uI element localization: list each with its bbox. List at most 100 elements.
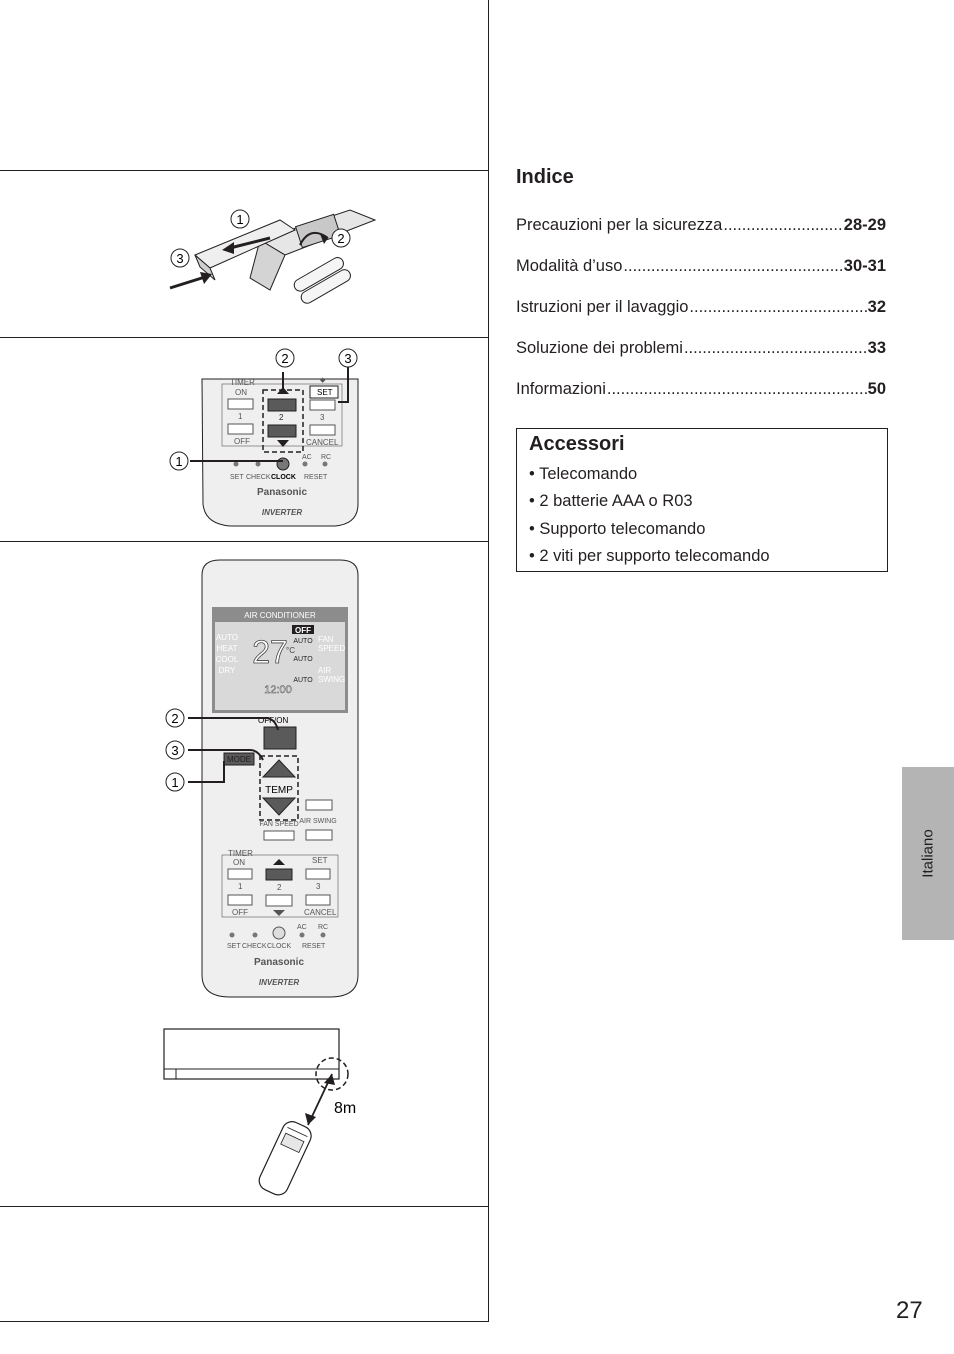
step-marker: 1 [171, 775, 178, 790]
timer-down-button[interactable] [265, 894, 293, 907]
num-label: 1 [238, 882, 243, 891]
step-marker: 1 [236, 212, 243, 227]
cancel-label: CANCEL [306, 438, 339, 447]
auto-label: AUTO [293, 656, 313, 663]
temp-label: TEMP [265, 785, 293, 796]
toc-leader [623, 257, 842, 276]
auto-label: AUTO [293, 677, 313, 684]
num-label: 2 [277, 883, 282, 892]
clock-button[interactable] [276, 457, 290, 471]
toc-entry-label: Informazioni [516, 380, 606, 398]
ac-label: AC [297, 924, 307, 931]
display-header: AIR CONDITIONER [244, 611, 316, 620]
brand-logo: Panasonic [254, 957, 304, 968]
fan-speed-button[interactable] [263, 830, 295, 841]
num-label: 2 [279, 413, 284, 422]
step-marker: 1 [175, 454, 182, 469]
clock-label: CLOCK [267, 943, 291, 950]
toc-entry-label: Precauzioni per la sicurezza [516, 216, 723, 234]
step-marker: 2 [171, 711, 178, 726]
toc-heading: Indice [516, 166, 574, 188]
set-label: SET [317, 388, 333, 397]
toc-entry-label: Modalità d’uso [516, 257, 623, 275]
clock-readout: 12:00 [264, 684, 292, 696]
clock-setting-illustration: TIMER ON 1 OFF 2 SET 3 CANCEL ◆ AC RC SE… [169, 348, 359, 527]
step-marker: 3 [176, 251, 183, 266]
set-check-label: SET [227, 943, 241, 950]
on-label: ON [233, 858, 245, 867]
power-button[interactable] [263, 726, 297, 750]
off-label: OFF [234, 437, 250, 446]
check-label: CHECK [246, 474, 271, 481]
set-button[interactable] [309, 385, 339, 399]
mode-heat: HEAT [217, 644, 238, 653]
fan-label: FAN [318, 635, 334, 644]
toc-entry[interactable]: Soluzione dei problemi 33 [516, 339, 886, 358]
num-label: 3 [316, 882, 321, 891]
toc-entry-pages: 28-29 [843, 216, 886, 234]
battery-insertion-illustration: 1 2 3 [169, 209, 377, 304]
mode-label: MODE [227, 755, 251, 764]
num-label: 1 [238, 412, 243, 421]
toc-leader [723, 216, 842, 235]
toc-leader [684, 339, 867, 358]
toc-entry-label: Soluzione dei problemi [516, 339, 683, 357]
accessory-item: • 2 viti per supporto telecomando [529, 547, 770, 565]
inverter-logo: INVERTER [262, 508, 303, 517]
accessory-item: • Telecomando [529, 465, 638, 483]
range-label: 8m [334, 1100, 356, 1117]
timer-down-button[interactable] [267, 424, 297, 438]
temp-down-button[interactable] [261, 797, 297, 816]
timer-label: TIMER [228, 849, 253, 858]
auto-label: AUTO [293, 638, 313, 645]
step-marker: 2 [281, 351, 288, 366]
section-divider [0, 541, 489, 542]
toc-entry-pages: 32 [867, 298, 886, 316]
toc-entry[interactable]: Istruzioni per il lavaggio 32 [516, 298, 886, 317]
temp-up-button[interactable] [261, 759, 297, 778]
svg-text:◆: ◆ [320, 377, 326, 384]
accessory-item: • Supporto telecomando [529, 520, 706, 538]
mode-cool: COOL [216, 655, 239, 664]
air-swing-up-button[interactable] [305, 799, 333, 811]
timer-up-button[interactable] [267, 398, 297, 412]
section-divider [0, 1321, 489, 1322]
mode-auto: AUTO [216, 633, 238, 642]
rc-label: RC [321, 454, 331, 461]
set-check-label: SET [230, 474, 244, 481]
reset-label: RESET [302, 943, 326, 950]
step-marker: 3 [344, 351, 351, 366]
cancel-label: CANCEL [304, 908, 337, 917]
accessories-heading: Accessori [529, 433, 625, 455]
reset-label: RESET [304, 474, 328, 481]
unit-label: °C [286, 646, 295, 655]
toc-entry[interactable]: Informazioni50 [516, 380, 886, 399]
toc-leader [689, 298, 866, 317]
step-marker: 3 [171, 743, 178, 758]
toc-entry-label: Istruzioni per il lavaggio [516, 298, 689, 316]
mode-dry: DRY [219, 666, 236, 675]
air-label: AIR [318, 666, 332, 675]
toc-leader [607, 380, 867, 399]
page-number: 27 [896, 1297, 923, 1324]
section-divider [0, 337, 489, 338]
remote-control-illustration: AIR CONDITIONER AUTO HEAT COOL DRY 27 °C… [165, 559, 359, 998]
section-divider [0, 1206, 489, 1207]
toc-entry-pages: 30-31 [843, 257, 886, 275]
swing-label: SWING [318, 675, 345, 684]
toc-entry-pages: 33 [867, 339, 886, 357]
fan-speed-label: FAN SPEED [259, 821, 298, 828]
section-divider [0, 170, 489, 171]
air-swing-side-button[interactable] [305, 829, 333, 841]
set-label: SET [312, 856, 328, 865]
off-badge: OFF [295, 626, 311, 635]
toc-entry[interactable]: Precauzioni per la sicurezza 28-29 [516, 216, 886, 235]
mode-button[interactable] [223, 752, 255, 766]
indoor-unit-range-illustration: 8m [163, 1028, 356, 1196]
inverter-logo: INVERTER [259, 978, 300, 987]
timer-up-button[interactable] [265, 868, 293, 881]
air-swing-label: AIR SWING [299, 818, 336, 825]
timer-label: TIMER [230, 378, 255, 387]
toc-entry[interactable]: Modalità d’uso 30-31 [516, 257, 886, 276]
accessories-box: Accessori • Telecomando • 2 batterie AAA… [516, 428, 888, 572]
